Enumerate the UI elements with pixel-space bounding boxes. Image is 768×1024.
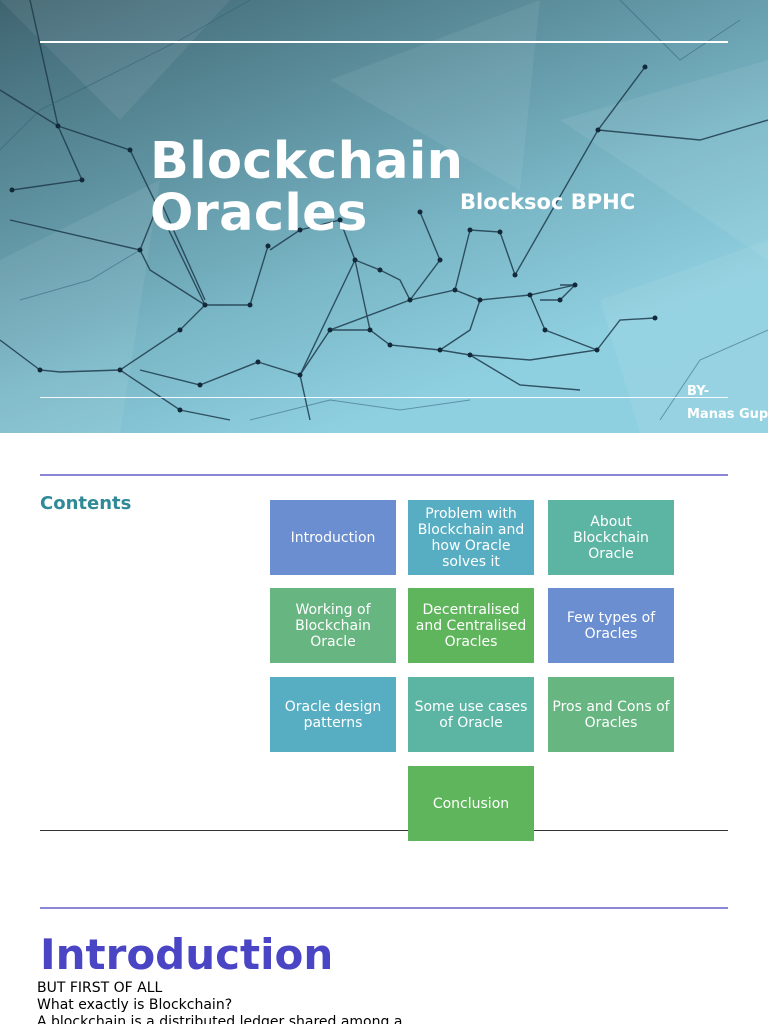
intro-body: BUT FIRST OF ALL What exactly is Blockch…: [37, 980, 402, 1024]
tile-about-blockchain-oracle[interactable]: About Blockchain Oracle: [548, 500, 674, 575]
tile-use-cases[interactable]: Some use cases of Oracle: [408, 677, 534, 752]
tile-decentralised-centralised[interactable]: Decentralised and Centralised Oracles: [408, 588, 534, 663]
intro-line: What exactly is Blockchain?: [37, 997, 233, 1013]
title-slide: Blockchain Oracles Blocksoc BPHC BY- Man…: [0, 0, 768, 433]
intro-line: A blockchain is a distributed ledger sha…: [37, 1014, 403, 1024]
tile-design-patterns[interactable]: Oracle design patterns: [270, 677, 396, 752]
intro-heading: Introduction: [40, 930, 334, 979]
tile-types-of-oracles[interactable]: Few types of Oracles: [548, 588, 674, 663]
tile-introduction[interactable]: Introduction: [270, 500, 396, 575]
contents-slide: Contents Introduction Problem with Block…: [0, 433, 768, 863]
contents-heading: Contents: [40, 493, 132, 514]
presentation-subtitle: Blocksoc BPHC: [460, 190, 636, 214]
presentation-title: Blockchain Oracles: [150, 132, 464, 243]
author-block: BY- Manas Gupta: [687, 380, 768, 426]
intro-top-rule: [40, 907, 728, 909]
intro-line: BUT FIRST OF ALL: [37, 980, 163, 996]
author-prefix: BY-: [687, 384, 710, 399]
author-name: Manas Gupta: [687, 407, 768, 422]
tile-working-of-oracle[interactable]: Working of Blockchain Oracle: [270, 588, 396, 663]
tile-pros-and-cons[interactable]: Pros and Cons of Oracles: [548, 677, 674, 752]
tile-problem-with-blockchain[interactable]: Problem with Blockchain and how Oracle s…: [408, 500, 534, 575]
title-bottom-rule: [40, 397, 728, 398]
contents-bottom-rule: [40, 830, 728, 831]
title-top-rule: [40, 41, 728, 43]
introduction-slide: Introduction BUT FIRST OF ALL What exact…: [0, 863, 768, 1024]
network-background-graphic: [0, 0, 768, 433]
tile-conclusion[interactable]: Conclusion: [408, 766, 534, 841]
contents-top-rule: [40, 474, 728, 476]
